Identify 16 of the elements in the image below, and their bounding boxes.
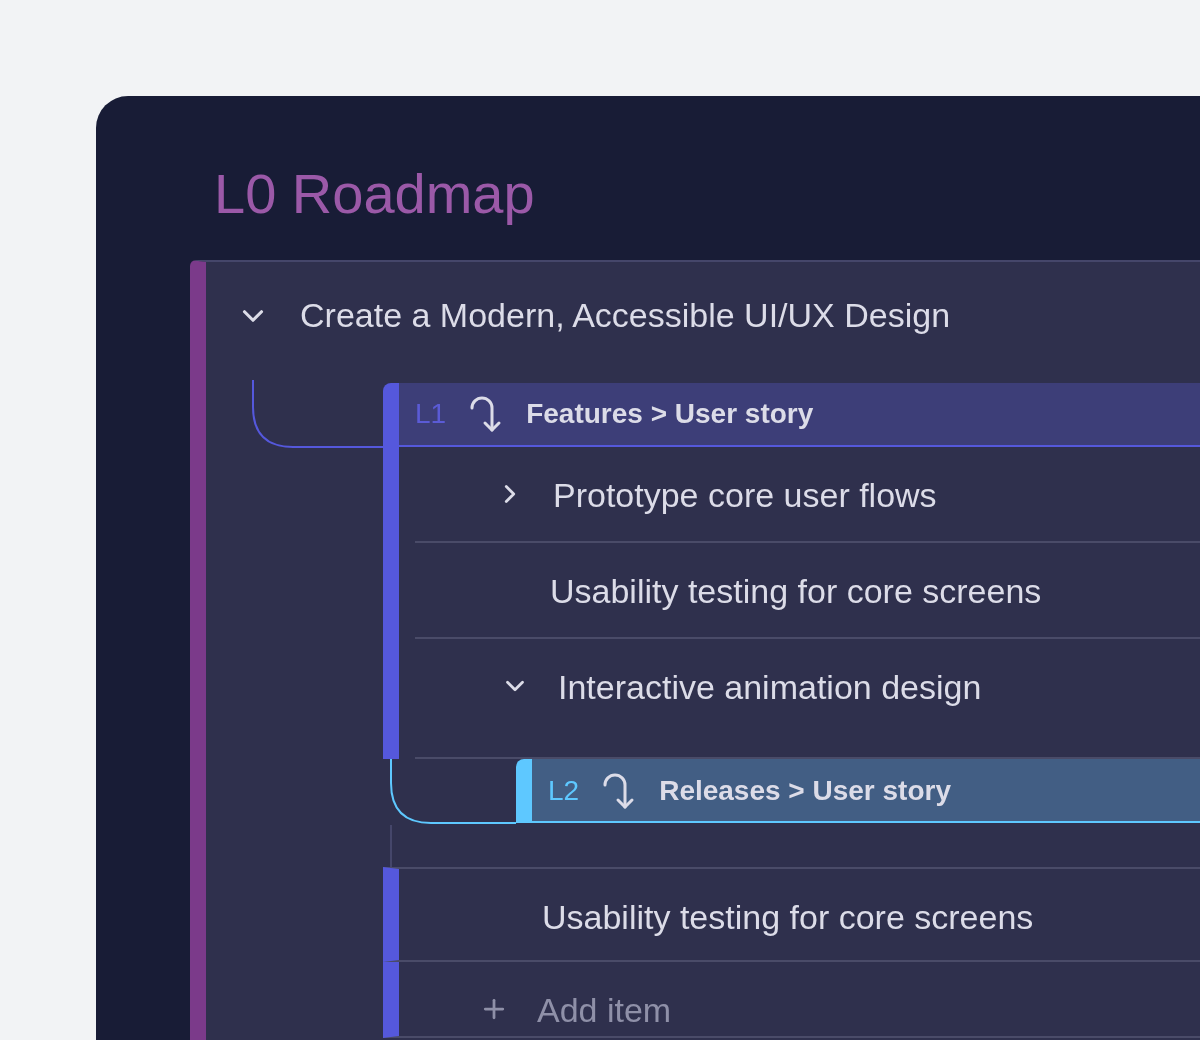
item-title: Prototype core user flows [553,474,937,516]
connector-line [252,379,384,448]
item-title: Usability testing for core screens [550,570,1042,612]
group-heading: Create a Modern, Accessible UI/UX Design [300,295,951,336]
level-tag: L1 [415,393,447,435]
add-item-label: Add item [537,989,672,1031]
level-path: Features > User story [526,397,814,431]
item-title: Usability testing for core screens [542,896,1034,938]
list-row [383,867,1200,962]
level-path: Releases > User story [659,774,951,808]
group-panel [190,260,1200,1040]
item-title: Interactive animation design [558,666,982,708]
level-tag: L2 [548,770,580,812]
add-item-row [383,962,1200,1038]
level-header [516,759,1200,823]
connector-line [390,758,517,824]
